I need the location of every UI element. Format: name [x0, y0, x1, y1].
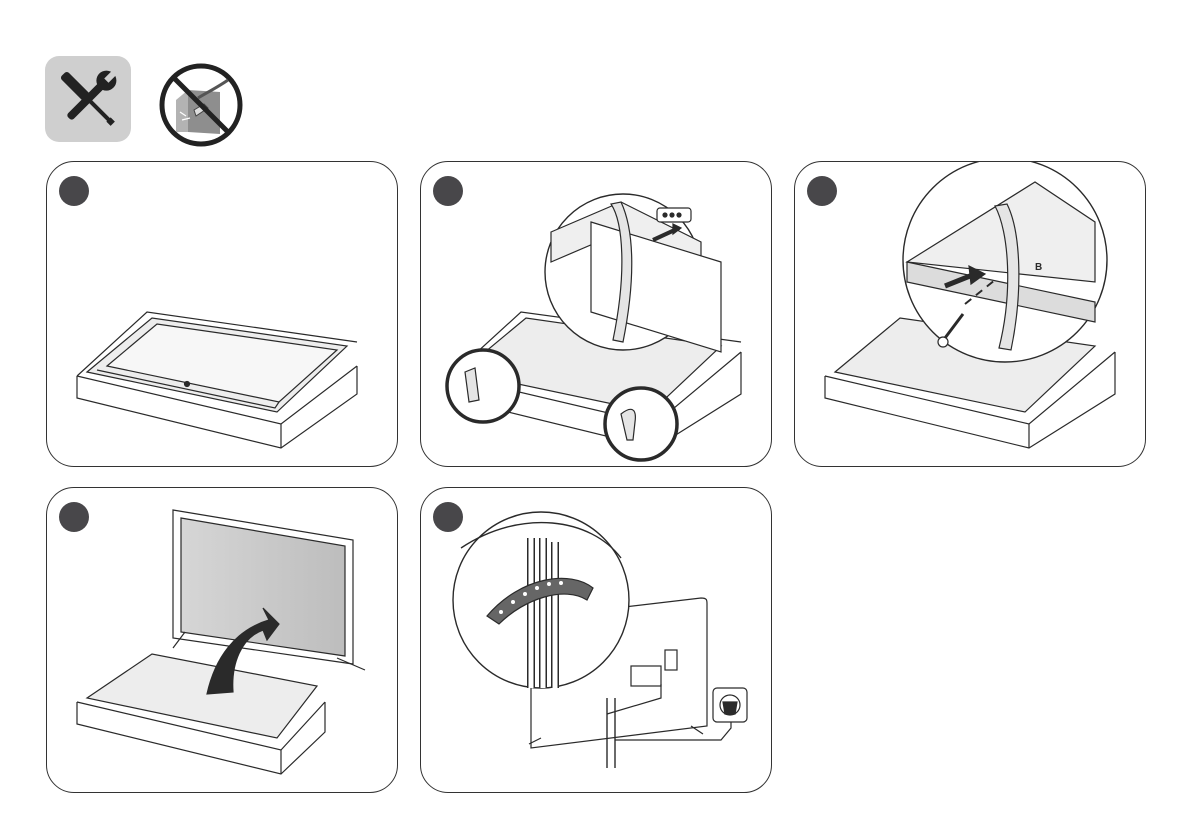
step-panel-2: [420, 161, 772, 467]
leg-label-b: B: [1035, 262, 1042, 273]
step-panel-3: B: [794, 161, 1146, 467]
tools-icon: [45, 56, 131, 142]
step-number-badge: [59, 502, 89, 532]
step-panel-1: [46, 161, 398, 467]
step-number-badge: [59, 176, 89, 206]
step-panel-4: [46, 487, 398, 793]
step-panel-5: [420, 487, 772, 793]
no-touch-icon: [158, 62, 244, 148]
step-number-badge: [807, 176, 837, 206]
step-number-badge: [433, 176, 463, 206]
step-number-badge: [433, 502, 463, 532]
